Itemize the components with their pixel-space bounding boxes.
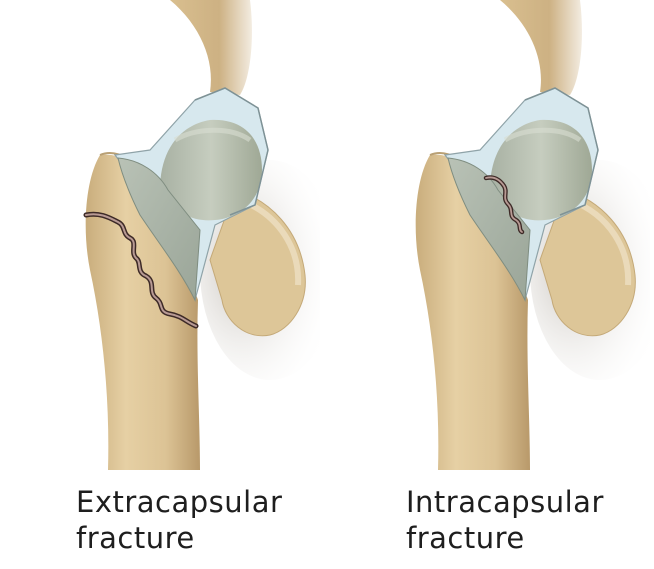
extracapsular-hip-illustration xyxy=(0,0,320,470)
ilium-bone xyxy=(170,0,252,95)
intracapsular-caption-line1: Intracapsular xyxy=(406,484,654,520)
intracapsular-panel: Intracapsular fracture xyxy=(330,0,650,569)
intracapsular-caption: Intracapsular fracture xyxy=(406,484,654,556)
ilium-bone xyxy=(500,0,582,95)
extracapsular-panel: Extracapsular fracture xyxy=(0,0,320,569)
intracapsular-caption-line2: fracture xyxy=(406,520,654,556)
intracapsular-hip-illustration xyxy=(330,0,650,470)
